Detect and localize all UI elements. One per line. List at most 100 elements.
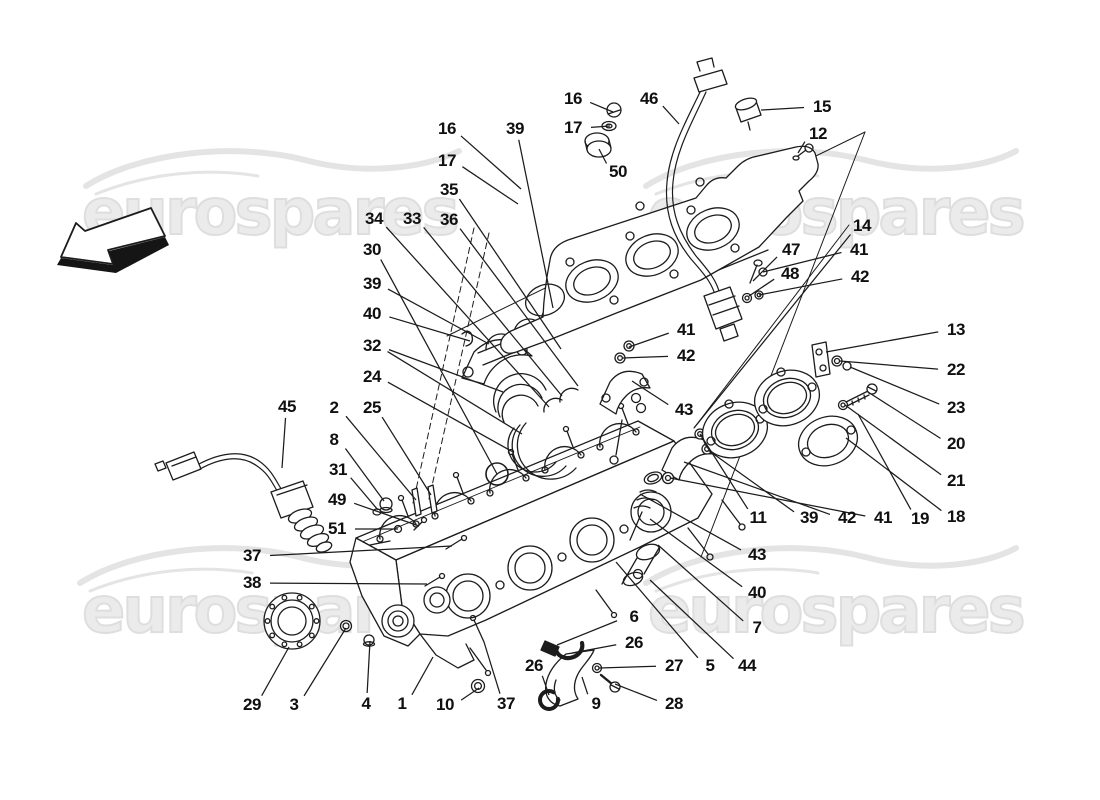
part-label-19: 19 — [911, 509, 929, 528]
part-label-28: 28 — [665, 694, 683, 713]
leader-line-41 — [628, 332, 669, 348]
part-label-1: 1 — [397, 694, 407, 713]
ignition-coil-cable — [665, 57, 743, 342]
part-label-42: 42 — [677, 346, 695, 365]
leader-line-6 — [556, 620, 618, 646]
part-label-42: 42 — [851, 267, 869, 286]
part-label-9: 9 — [591, 694, 601, 713]
camshaft-caps — [461, 338, 715, 485]
cylinder-head — [339, 330, 746, 694]
leader-line-27 — [598, 665, 657, 669]
leader-line-28 — [614, 683, 658, 702]
part-label-51: 51 — [328, 519, 346, 538]
leader-line-44 — [649, 579, 734, 660]
leader-line-5 — [615, 561, 699, 659]
part-label-10: 10 — [436, 695, 454, 714]
leader-line-42 — [683, 461, 831, 516]
part-label-2: 2 — [329, 398, 339, 417]
cam-cover — [500, 97, 819, 354]
leader-line-16 — [460, 135, 522, 190]
leader-line-36 — [459, 228, 579, 387]
leader-line-50 — [598, 148, 608, 164]
leader-line-38 — [269, 582, 428, 585]
part-label-45: 45 — [278, 397, 296, 416]
leader-line-11 — [699, 433, 749, 510]
throttle-gaskets — [701, 367, 859, 467]
part-label-24: 24 — [363, 367, 381, 386]
leader-line-39 — [387, 288, 490, 345]
part-label-39: 39 — [800, 508, 818, 527]
part-label-13: 13 — [947, 320, 965, 339]
leader-line-9 — [581, 676, 589, 695]
knock-sensor — [154, 451, 333, 553]
part-label-50: 50 — [609, 162, 627, 181]
part-label-40: 40 — [748, 583, 766, 602]
leader-line-43 — [639, 493, 742, 551]
leader-line-33 — [423, 226, 563, 397]
leader-line-15 — [760, 106, 805, 111]
part-label-43: 43 — [748, 545, 766, 564]
part-label-39: 39 — [506, 119, 524, 138]
leader-line-29 — [261, 646, 290, 697]
leader-line-21 — [844, 404, 942, 476]
leader-line-45 — [281, 417, 287, 469]
leader-line-14 — [693, 234, 851, 429]
leader-line-42 — [758, 278, 843, 296]
leader-line-31 — [350, 477, 379, 511]
part-label-39: 39 — [363, 274, 381, 293]
part-label-12: 12 — [809, 124, 827, 143]
part-label-29: 29 — [243, 695, 261, 714]
part-label-37: 37 — [497, 694, 515, 713]
part-label-17: 17 — [564, 118, 582, 137]
leader-line-4 — [366, 640, 371, 694]
part-label-3: 3 — [289, 695, 299, 714]
leader-line-35 — [458, 198, 562, 350]
leader-line-17 — [590, 125, 611, 129]
part-label-18: 18 — [947, 507, 965, 526]
leader-line-7 — [657, 544, 744, 622]
leader-line-26 — [571, 644, 617, 654]
leader-line-25 — [381, 416, 432, 496]
leader-line-40 — [389, 316, 471, 342]
leader-line-43 — [631, 380, 669, 406]
part-label-4: 4 — [361, 694, 371, 713]
part-label-23: 23 — [947, 398, 965, 417]
part-label-16: 16 — [564, 89, 582, 108]
part-label-33: 33 — [403, 209, 421, 228]
leader-line-17 — [462, 166, 519, 205]
leader-line-37 — [483, 641, 501, 694]
part-label-7: 7 — [752, 618, 762, 637]
leader-line-12 — [797, 141, 806, 154]
leader-line-49 — [353, 502, 420, 527]
part-label-48: 48 — [781, 264, 799, 283]
part-label-42: 42 — [838, 508, 856, 527]
leader-line-46 — [662, 105, 680, 125]
part-label-43: 43 — [675, 400, 693, 419]
leader-line-23 — [849, 366, 940, 405]
leader-line-1 — [411, 656, 434, 696]
leader-line-39 — [707, 449, 795, 513]
water-outlet-elbow — [538, 640, 621, 711]
part-label-26: 26 — [525, 656, 543, 675]
part-label-41: 41 — [850, 240, 868, 259]
leader-line-47 — [752, 256, 778, 282]
leader-line-41 — [762, 251, 842, 273]
part-label-47: 47 — [782, 240, 800, 259]
part-label-46: 46 — [640, 89, 658, 108]
leader-line-42 — [621, 355, 669, 359]
leader-line-16 — [589, 101, 614, 113]
part-label-41: 41 — [874, 508, 892, 527]
leader-line-34 — [385, 226, 550, 408]
camshaft-bearing-shells — [493, 373, 577, 480]
part-label-31: 31 — [329, 460, 347, 479]
part-label-30: 30 — [363, 240, 381, 259]
part-label-8: 8 — [329, 430, 339, 449]
part-label-15: 15 — [813, 97, 831, 116]
part-label-40: 40 — [363, 304, 381, 323]
leader-line-39 — [518, 139, 554, 309]
leader-line-26 — [541, 675, 550, 696]
part-label-41: 41 — [677, 320, 695, 339]
leader-line-22 — [839, 360, 939, 370]
